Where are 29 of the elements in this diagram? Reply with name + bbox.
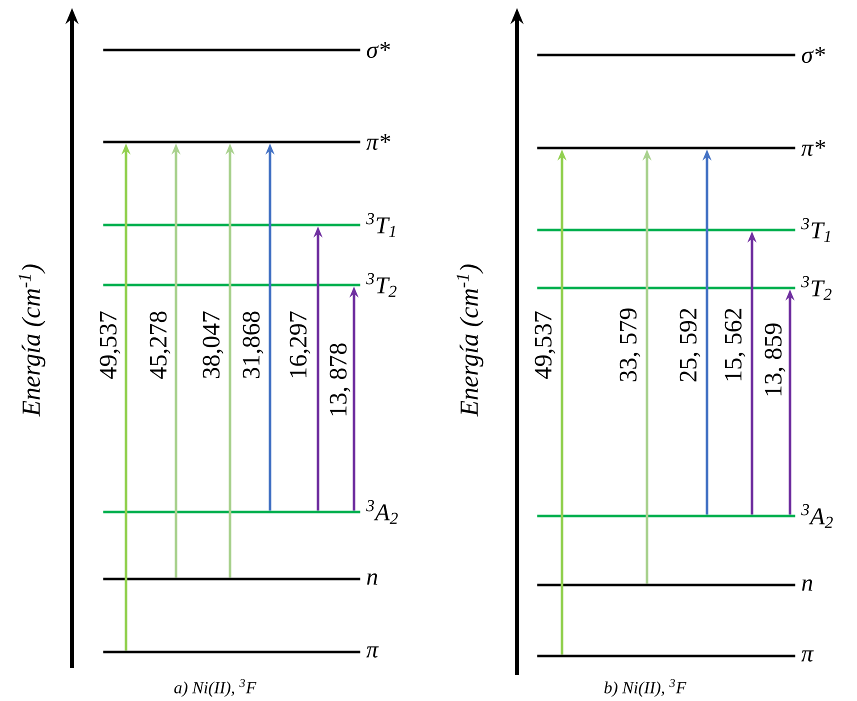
axis-label: Energía (cm$^{-1}$) <box>18 264 46 417</box>
axis-label: Energía (cm$^{-1}$) <box>456 264 484 417</box>
level-label: n <box>802 579 812 591</box>
level-label: $^{3}$T$_{1}$ <box>366 213 396 237</box>
level-label: π <box>366 646 379 658</box>
edge-label: 45,278 <box>150 312 170 379</box>
edge-label: 49,537 <box>534 311 556 379</box>
level-label: π* <box>366 134 390 150</box>
edge-label: 13, 878 <box>330 343 350 416</box>
level-label: $^{3}$A$_{2}$ <box>801 504 833 528</box>
edge-label: 16,297 <box>290 311 310 378</box>
level-label: $^{3}$T$_{2}$ <box>366 273 396 297</box>
edge-label: 31,868 <box>242 312 264 378</box>
edge-label: 25, 592 <box>680 308 700 382</box>
level-label: π <box>801 650 814 662</box>
level-label: $^{3}$T$_{2}$ <box>801 276 832 300</box>
edge-label: 33, 579 <box>620 308 640 382</box>
level-label: $^{3}$A$_{2}$ <box>366 500 398 524</box>
edge-label: 13, 859 <box>764 324 786 396</box>
edge-label: 38,047 <box>202 311 224 378</box>
level-label: n <box>367 573 378 585</box>
level-label: σ* <box>366 42 390 58</box>
level-label: π* <box>801 140 826 156</box>
edge-label: 49,537 <box>100 311 120 379</box>
caption: a) Ni(II), $^{3}$F <box>174 679 256 697</box>
caption: b) Ni(II), $^{3}$F <box>604 679 686 697</box>
level-label: $^{3}$T$_{1}$ <box>801 218 830 242</box>
level-label: σ* <box>802 47 826 63</box>
edge-label: 15, 562 <box>724 308 746 380</box>
